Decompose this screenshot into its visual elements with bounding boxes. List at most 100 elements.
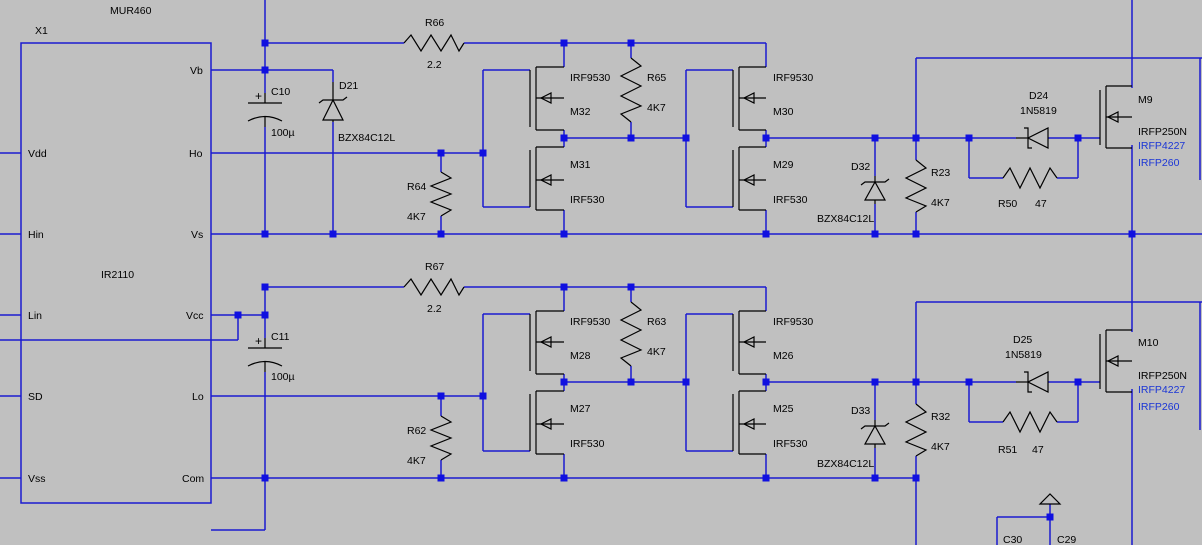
mosfet-m31[interactable]: [529, 146, 564, 211]
junction-dot: [627, 39, 635, 47]
zener-d32[interactable]: [860, 176, 890, 204]
r65-value: 4K7: [647, 102, 666, 114]
junction-dot: [627, 283, 635, 291]
junction-dot: [1074, 134, 1082, 142]
junction-dot: [437, 474, 445, 482]
junction-dot: [560, 283, 568, 291]
mosfet-m32[interactable]: [529, 66, 564, 131]
top-label: MUR460: [110, 5, 152, 17]
schottky-d24[interactable]: [1016, 127, 1049, 149]
d32-ref: D32: [851, 161, 870, 173]
svg-text:+: +: [255, 89, 262, 103]
junction-dot: [627, 378, 635, 386]
ic-pin-vdd: Vdd: [28, 148, 47, 160]
mosfet-m29[interactable]: [732, 146, 766, 211]
resistor-r50[interactable]: [1002, 166, 1058, 190]
m25-ref: M25: [773, 403, 794, 415]
r63-value: 4K7: [647, 346, 666, 358]
svg-text:+: +: [255, 334, 262, 348]
zener-d33[interactable]: [860, 420, 890, 448]
junction-dot: [912, 134, 920, 142]
ic-pin-hin: Hin: [28, 229, 44, 241]
junction-dot: [762, 134, 770, 142]
junction-dot: [912, 230, 920, 238]
mosfet-m9[interactable]: [1099, 85, 1132, 149]
junction-dot: [437, 149, 445, 157]
junction-dot: [871, 230, 879, 238]
capacitor-c11[interactable]: +: [247, 334, 283, 372]
m28-type: IRF9530: [570, 316, 610, 328]
c30-ref: C30: [1003, 534, 1022, 545]
junction-dot: [682, 378, 690, 386]
r65-ref: R65: [647, 72, 666, 84]
schottky-d25[interactable]: [1016, 371, 1049, 393]
mosfet-m25[interactable]: [732, 390, 766, 455]
ic-pin-ho: Ho: [189, 148, 203, 160]
d25-ref: D25: [1013, 334, 1032, 346]
ic-pin-vcc: Vcc: [186, 310, 204, 322]
resistor-r65[interactable]: [619, 57, 643, 123]
junction-dot: [560, 378, 568, 386]
junction-dot: [762, 378, 770, 386]
resistor-r66[interactable]: [403, 33, 465, 53]
junction-dot: [871, 474, 879, 482]
junction-dot: [234, 311, 242, 319]
m31-ref: M31: [570, 159, 591, 171]
ic-pin-sd: SD: [28, 391, 43, 403]
d33-type: BZX84C12L: [817, 458, 874, 470]
resistor-r67[interactable]: [403, 277, 465, 297]
junction-dot: [261, 311, 269, 319]
junction-dot: [261, 283, 269, 291]
r67-value: 2.2: [427, 303, 442, 315]
m32-ref: M32: [570, 106, 591, 118]
resistor-r51[interactable]: [1002, 410, 1058, 434]
m29-ref: M29: [773, 159, 794, 171]
resistor-r32[interactable]: [904, 403, 928, 457]
junction-dot: [871, 134, 879, 142]
junction-dot: [965, 378, 973, 386]
m32-type: IRF9530: [570, 72, 610, 84]
mosfet-m26[interactable]: [732, 310, 766, 375]
d25-type: 1N5819: [1005, 349, 1042, 361]
m10-type: IRFP250N: [1138, 370, 1187, 382]
m10-alt-1: IRFP4227: [1138, 384, 1185, 396]
r32-value: 4K7: [931, 441, 950, 453]
m31-type: IRF530: [570, 194, 605, 206]
ic-pin-vb: Vb: [190, 65, 203, 77]
m9-alt-2: IRFP260: [1138, 157, 1180, 169]
resistor-r23[interactable]: [904, 159, 928, 213]
capacitor-c10[interactable]: +: [247, 89, 283, 127]
mosfet-m27[interactable]: [529, 390, 564, 455]
mosfet-m28[interactable]: [529, 310, 564, 375]
resistor-r62[interactable]: [429, 415, 453, 461]
junction-dot: [261, 474, 269, 482]
ic-pin-lin: Lin: [28, 310, 42, 322]
r64-value: 4K7: [407, 211, 426, 223]
r63-ref: R63: [647, 316, 666, 328]
mosfet-m30[interactable]: [732, 66, 766, 131]
resistor-r63[interactable]: [619, 301, 643, 367]
supply-flag-icon: [1038, 493, 1062, 505]
m27-type: IRF530: [570, 438, 605, 450]
ic-pin-com: Com: [182, 473, 204, 485]
labels: MUR460 X1 IR2110 Vdd Hin Lin SD Vss Vb H…: [28, 5, 1187, 545]
junction-dot: [762, 230, 770, 238]
r62-ref: R62: [407, 425, 426, 437]
zener-d21[interactable]: [318, 82, 348, 122]
ic-ref: X1: [35, 25, 48, 37]
ic-pin-vss: Vss: [28, 473, 46, 485]
junction-dot: [479, 149, 487, 157]
junction-dot: [871, 378, 879, 386]
resistor-r64[interactable]: [429, 171, 453, 217]
ic-type: IR2110: [101, 269, 134, 281]
r62-value: 4K7: [407, 455, 426, 467]
mosfet-m10[interactable]: [1099, 329, 1132, 393]
r64-ref: R64: [407, 181, 426, 193]
c11-value: 100µ: [271, 371, 295, 383]
m10-ref: M10: [1138, 337, 1159, 349]
junction-dot: [437, 230, 445, 238]
m9-alt-1: IRFP4227: [1138, 140, 1185, 152]
c10-ref: C10: [271, 86, 290, 98]
junction-dot: [261, 66, 269, 74]
